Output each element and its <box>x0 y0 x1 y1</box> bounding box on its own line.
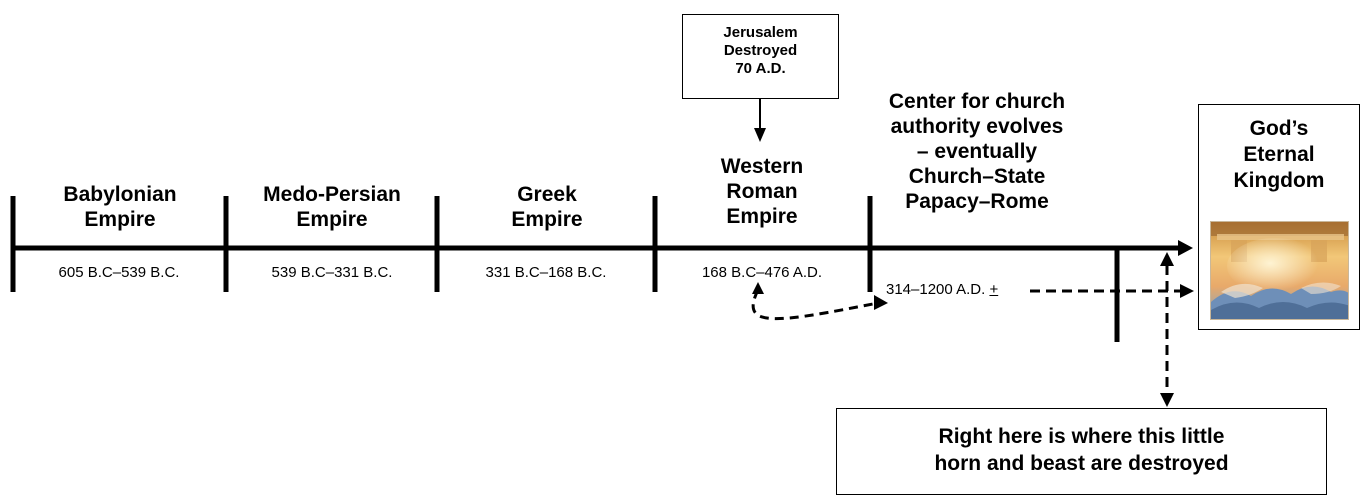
era-title-papacy: Center for church authority evolves – ev… <box>888 90 1066 213</box>
jerusalem-destroyed-box: Jerusalem Destroyed 70 A.D. <box>682 14 839 99</box>
era-title-medo-persian: Medo-Persian Empire <box>263 183 401 231</box>
era-dates-greek: 331 B.C–168 B.C. <box>485 264 607 281</box>
eternal-kingdom-box: God’s Eternal Kingdom <box>1198 104 1360 330</box>
jerusalem-arrowhead <box>754 128 766 142</box>
era-title-babylonian: Babylonian Empire <box>63 183 177 231</box>
era-dates-babylonian: 605 B.C–539 B.C. <box>58 264 180 281</box>
destruction-note-box: Right here is where this little horn and… <box>836 408 1327 495</box>
transition-arrowhead-right <box>874 295 888 310</box>
era-dates-western-roman: 168 B.C–476 A.D. <box>701 264 823 281</box>
main-timeline-arrowhead <box>1178 240 1193 256</box>
plus-minus-sign: + <box>989 281 999 298</box>
heavenly-city-image <box>1210 221 1349 320</box>
era-dates-papacy: 314–1200 A.D. + <box>886 281 998 299</box>
era-dates-papacy-range: 314–1200 A.D. <box>886 281 986 298</box>
era-title-western-roman: Western Roman Empire <box>720 155 804 228</box>
destroy-arrowhead-up <box>1160 252 1174 266</box>
eternal-kingdom-title: God’s Eternal Kingdom <box>1233 117 1325 192</box>
era-title-greek: Greek Empire <box>511 183 583 231</box>
destroy-arrowhead-down <box>1160 393 1174 407</box>
era-dates-medo-persian: 539 B.C–331 B.C. <box>271 264 393 281</box>
papacy-arrowhead <box>1180 284 1194 298</box>
transition-arrowhead-up <box>752 282 764 294</box>
transition-curved-arrow <box>751 289 879 321</box>
